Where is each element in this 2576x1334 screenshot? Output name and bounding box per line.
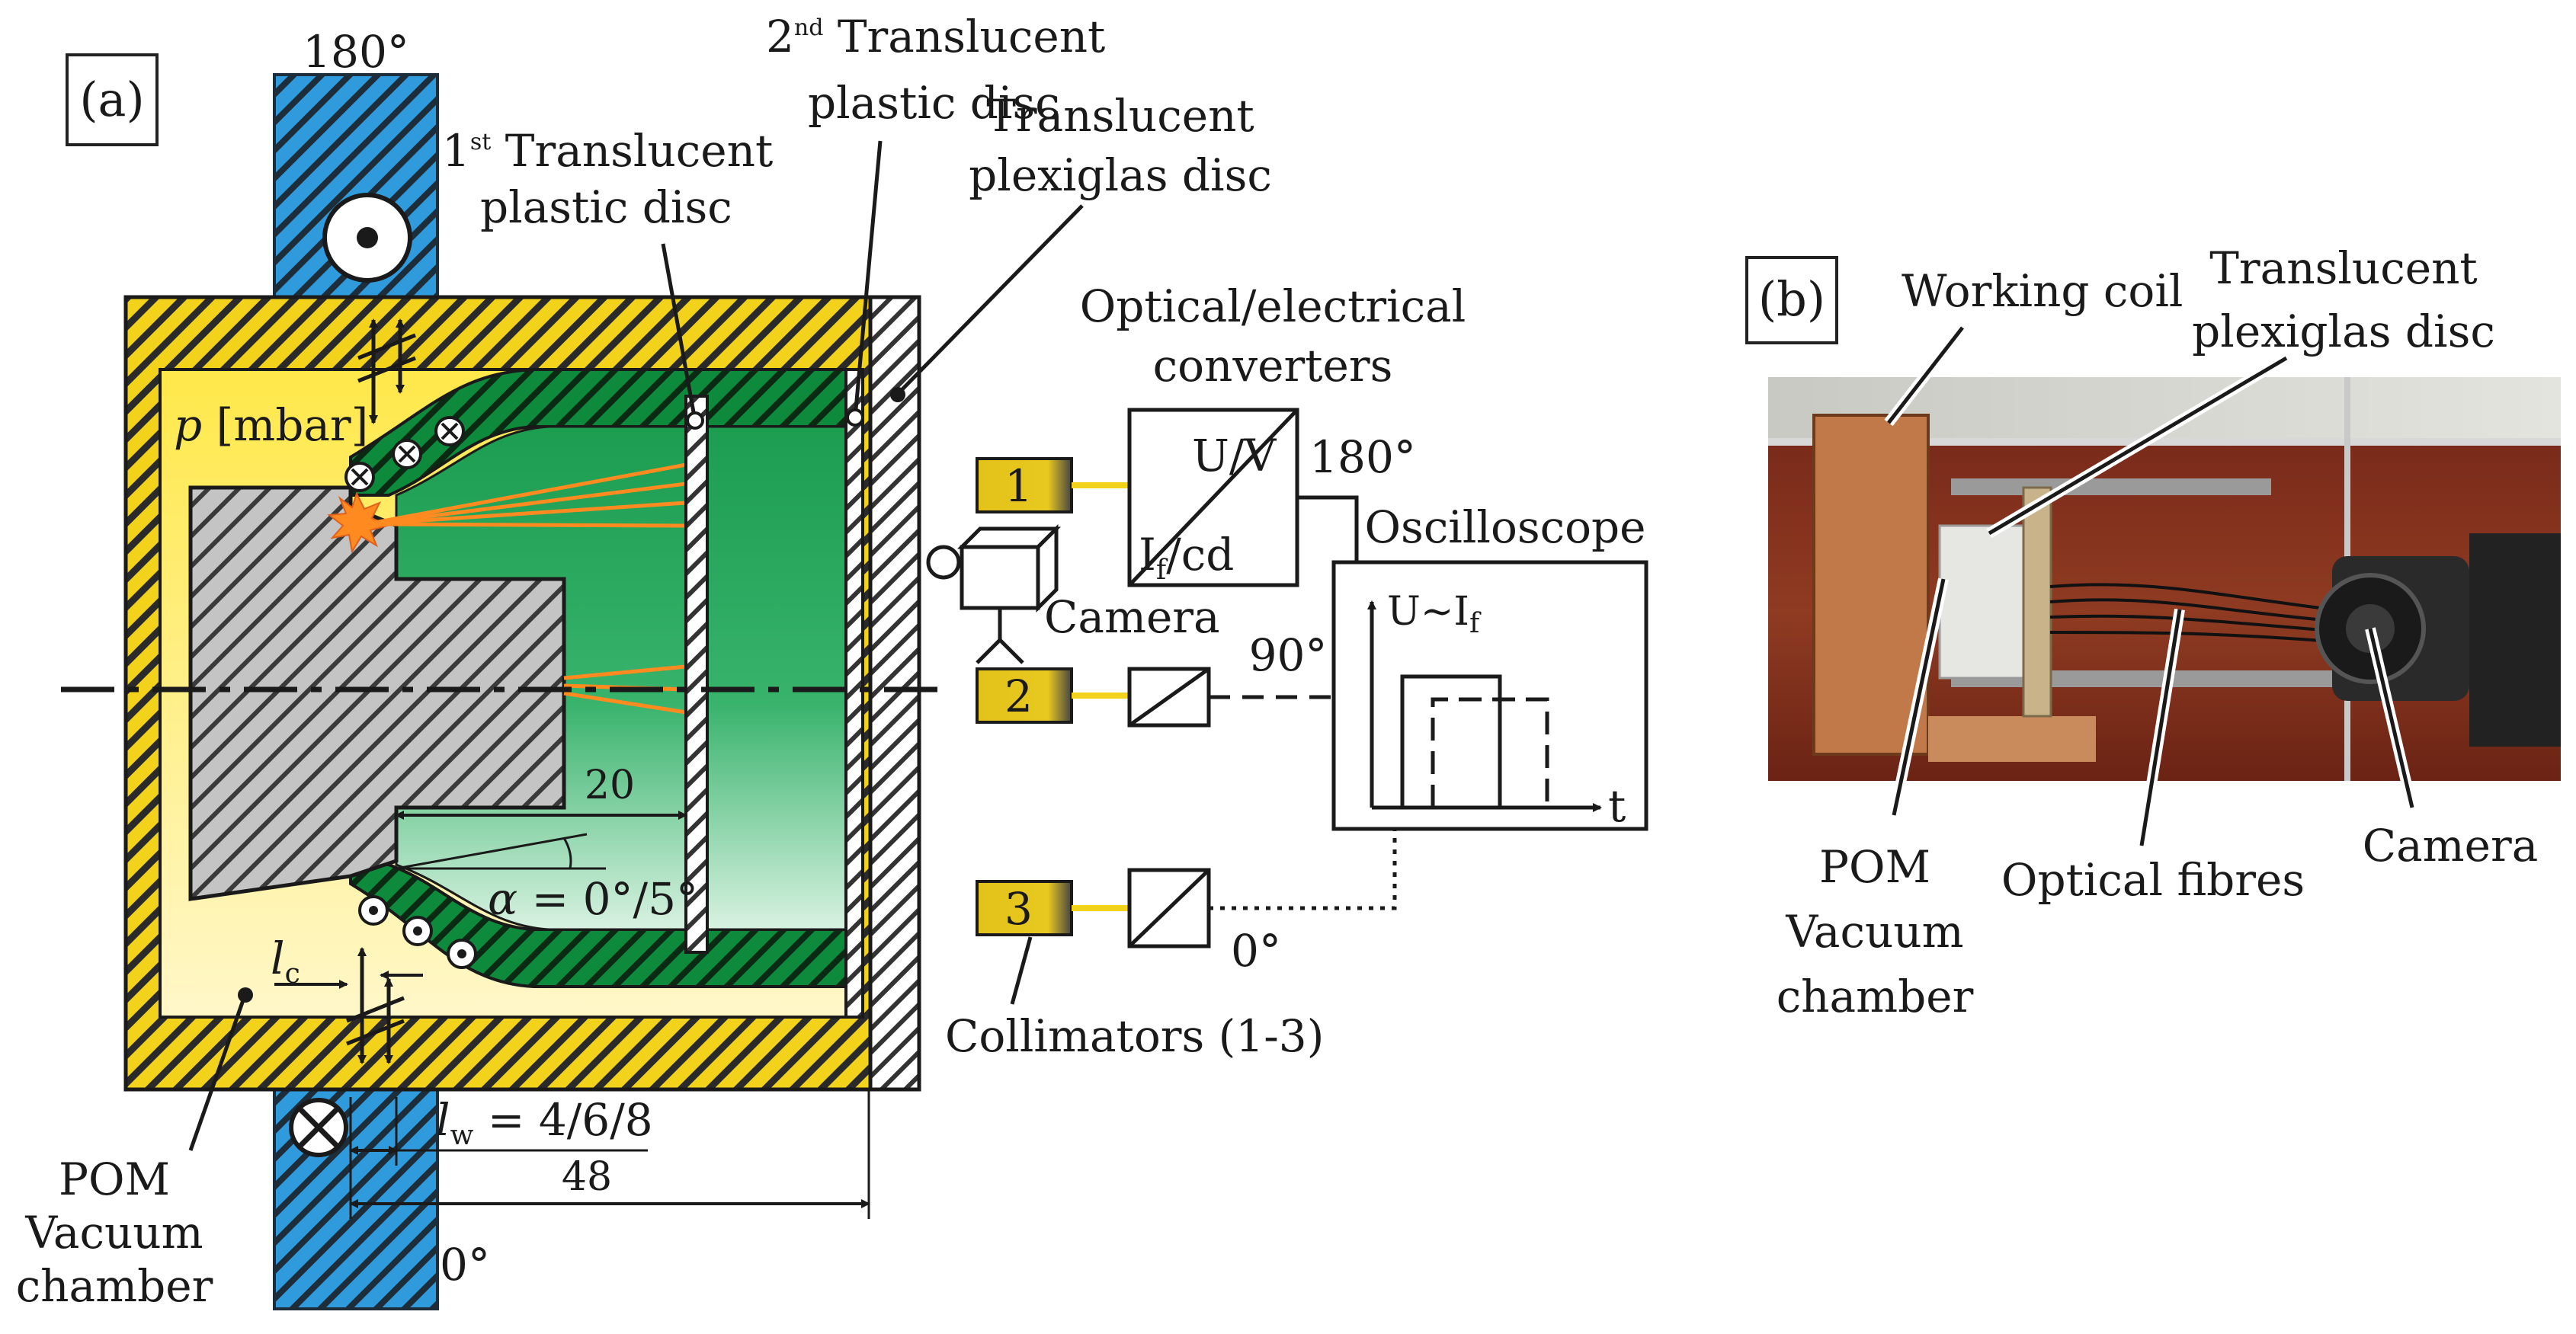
- plexi-b-line1: Translucent: [2209, 242, 2477, 294]
- converters-label-line1: Optical/electrical: [1080, 280, 1466, 332]
- first-plastic-disc: [684, 395, 709, 954]
- pom-b-line3: chamber: [1777, 971, 1974, 1022]
- panel-b-tag-box: [1745, 256, 1838, 344]
- panel-a-tag: (a): [79, 72, 144, 127]
- plexi-label-line1: Translucent: [986, 90, 1254, 142]
- pom-b-line2: Vacuum: [1785, 906, 1963, 958]
- angle-bottom-label: 0°: [440, 1239, 490, 1291]
- motion-arrows-lower: [346, 947, 405, 1064]
- svg-text:3: 3: [1004, 883, 1033, 935]
- svg-text:1: 1: [1004, 460, 1033, 512]
- pom-a-line1: POM: [59, 1153, 170, 1205]
- motion-arrows-upper: [357, 318, 416, 424]
- panel-a-tag-box: [66, 53, 159, 146]
- pom-b-line1: POM: [1819, 841, 1930, 893]
- svg-text:If/cd: If/cd: [1139, 529, 1234, 586]
- lw-label: lw = 4/6/8: [436, 1094, 653, 1151]
- panel-a: (a): [16, 11, 1648, 1312]
- first-disc-label-line2: plastic disc: [480, 181, 732, 233]
- panel-b: (b): [1745, 242, 2561, 1022]
- camera-icon: [926, 523, 1062, 664]
- optical-fibres-label: Optical fibres: [2001, 854, 2305, 906]
- plexi-leader: [898, 204, 1084, 394]
- channel-0-label: 0°: [1231, 925, 1281, 977]
- second-disc-label-line1: 2nd Translucent: [766, 11, 1105, 62]
- pom-a-leader: [188, 997, 246, 1151]
- channel-90-label: 90°: [1249, 629, 1328, 681]
- converter-2: [1127, 667, 1211, 728]
- pressure-label: p [mbar]: [174, 399, 368, 451]
- second-disc-label-line2: plastic disc: [808, 77, 1060, 129]
- coil-windings-upper: [344, 416, 465, 492]
- camera-b-label: Camera: [2363, 820, 2539, 872]
- panel-b-tag: (b): [1758, 271, 1825, 327]
- angle-top-label: 180°: [303, 26, 409, 78]
- current-out-dot: [357, 227, 378, 248]
- working-coil-label: Working coil: [1902, 265, 2183, 317]
- alpha-label: α = 0°/5°: [488, 873, 698, 925]
- oscilloscope: U~If t: [1331, 560, 1648, 832]
- oscilloscope-label: Oscilloscope: [1365, 501, 1646, 553]
- second-disc-leader-dot: [846, 408, 864, 427]
- second-disc-leader: [853, 140, 883, 418]
- converter-3: [1127, 868, 1211, 949]
- pom-b-leader: [1892, 578, 1946, 816]
- alpha-tilt-line: [396, 833, 588, 870]
- working-coil-leader: [1887, 326, 1964, 424]
- fibres-leader: [2139, 609, 2182, 846]
- current-in-cross: [298, 1107, 339, 1148]
- dim-20-label: 20: [585, 763, 635, 808]
- signal-180: [1297, 495, 1359, 579]
- collimator-3: 3: [976, 880, 1073, 936]
- pom-a-line2: Vacuum: [24, 1207, 203, 1259]
- apparatus-photo: [1768, 377, 2561, 781]
- lc-label: lc: [271, 933, 300, 990]
- plasma-spark-icon: [327, 491, 389, 554]
- first-disc-leader-dot: [686, 411, 704, 430]
- svg-text:U/V: U/V: [1192, 430, 1277, 481]
- svg-text:2: 2: [1004, 670, 1033, 722]
- converters-label-line2: converters: [1153, 340, 1393, 392]
- first-disc-label-line1: 1st Translucent: [442, 125, 773, 177]
- plasma-rays-upper: [365, 462, 687, 528]
- collimators-leader: [1010, 936, 1033, 1005]
- coil-windings-lower: [358, 895, 477, 969]
- first-disc-leader: [661, 243, 697, 421]
- svg-text:U~If: U~If: [1387, 589, 1482, 639]
- converter-1: U/V If/cd: [1127, 408, 1299, 587]
- svg-text:t: t: [1608, 780, 1626, 832]
- plexi-label-line2: plexiglas disc: [969, 149, 1272, 201]
- dim-48-label: 48: [562, 1154, 612, 1200]
- camera-label: Camera: [1044, 591, 1220, 643]
- pom-a-line3: chamber: [16, 1260, 213, 1312]
- camera-b-leader: [2368, 628, 2414, 808]
- collimator-2: 2: [976, 667, 1073, 724]
- plexi-b-line2: plexiglas disc: [2192, 306, 2495, 357]
- pom-a-leader-dot: [238, 987, 253, 1003]
- second-plastic-disc: [844, 368, 864, 1019]
- alpha-arc: [562, 837, 572, 869]
- signal-0: [1209, 830, 1397, 910]
- collimators-label: Collimators (1-3): [945, 1010, 1324, 1062]
- channel-180-label: 180°: [1309, 431, 1416, 483]
- plexiglas-disc: [868, 295, 921, 1092]
- fibre-links: [1072, 482, 1129, 911]
- collimator-1: 1: [976, 457, 1073, 513]
- plexi-b-leader: [1988, 356, 2288, 536]
- plexi-leader-dot: [890, 387, 905, 402]
